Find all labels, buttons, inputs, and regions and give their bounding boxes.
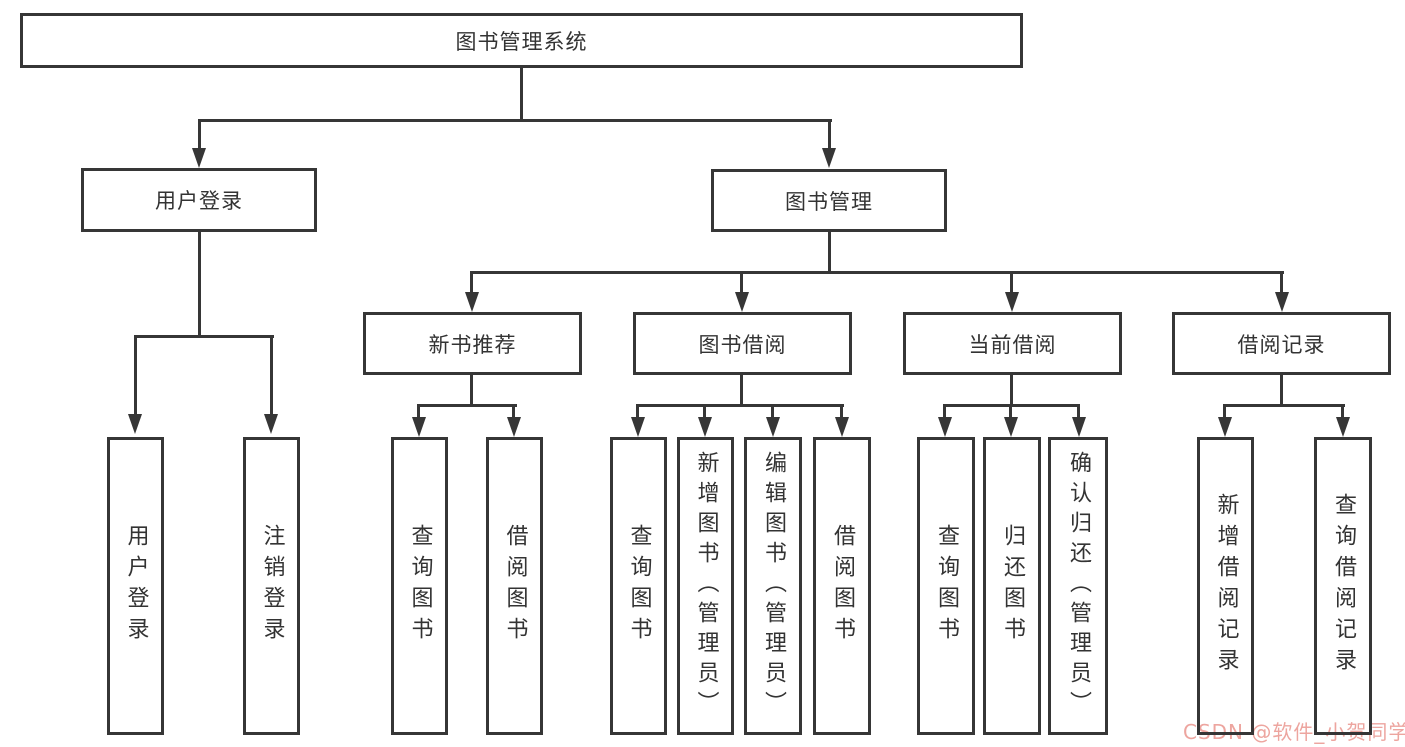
node-label: 图书借阅	[698, 332, 787, 357]
connector-arrowhead	[822, 148, 836, 168]
connector-shaft	[828, 119, 831, 150]
node-label: 图书管理	[785, 189, 873, 214]
leaf-label: 查询图书	[407, 524, 433, 648]
connector-stub	[1280, 375, 1283, 407]
leaf-label: 归还图书	[1000, 524, 1025, 648]
leaf-label: 查询图书	[626, 524, 652, 648]
leaf-borrow-query-books: 查询图书	[610, 437, 667, 735]
connector-level2-hline	[470, 271, 1284, 274]
node-borrowing-records: 借阅记录	[1172, 312, 1391, 375]
connector-shaft	[1223, 404, 1226, 419]
leaf-label: 借阅图书	[830, 524, 855, 648]
leaf-label: 确认归还（管理员）	[1066, 451, 1091, 721]
connector-mgmt-trunk	[828, 232, 831, 274]
connector-shaft	[1341, 404, 1344, 419]
connector-newbooks-hline	[417, 404, 517, 407]
leaf-label: 用户登录	[123, 524, 149, 648]
connector-arrowhead	[192, 148, 206, 168]
node-book-borrowing: 图书借阅	[633, 312, 852, 375]
node-label: 用户登录	[155, 189, 243, 213]
connector-arrowhead	[766, 417, 780, 437]
connector-arrowhead	[1005, 292, 1019, 312]
leaf-label: 注销登录	[259, 524, 285, 648]
node-new-book-recommend: 新书推荐	[363, 312, 582, 375]
connector-shaft	[1077, 404, 1080, 419]
connector-arrowhead	[128, 414, 142, 434]
leaf-current-confirm-return-admin: 确认归还（管理员）	[1048, 437, 1108, 735]
node-label: 借阅记录	[1237, 332, 1326, 357]
leaf-records-add-record: 新增借阅记录	[1197, 437, 1254, 735]
connector-shaft	[636, 404, 639, 419]
leaf-newbooks-borrow-books: 借阅图书	[486, 437, 543, 735]
connector-shaft	[417, 404, 420, 419]
leaf-label: 查询借阅记录	[1331, 493, 1356, 679]
connector-shaft	[740, 271, 743, 294]
node-current-borrowing: 当前借阅	[903, 312, 1122, 375]
connector-login-trunk	[198, 232, 201, 338]
node-user-login: 用户登录	[81, 168, 317, 232]
leaf-borrow-add-books-admin: 新增图书（管理员）	[677, 437, 734, 735]
leaf-borrow-borrow-books: 借阅图书	[813, 437, 871, 735]
connector-stub	[470, 375, 473, 407]
connector-arrowhead	[631, 417, 645, 437]
connector-stub	[1010, 375, 1013, 407]
connector-shaft	[1280, 271, 1283, 294]
leaf-label: 新增图书（管理员）	[693, 451, 719, 721]
node-label: 图书管理系统	[455, 29, 588, 54]
leaf-newbooks-query-books: 查询图书	[391, 437, 448, 735]
connector-level1-hline	[198, 119, 832, 122]
connector-records-hline	[1223, 404, 1345, 407]
connector-arrowhead	[735, 292, 749, 312]
connector-login-hline	[134, 335, 274, 338]
leaf-label: 编辑图书（管理员）	[761, 451, 786, 721]
connector-shaft	[198, 119, 201, 150]
leaf-borrow-edit-books-admin: 编辑图书（管理员）	[744, 437, 802, 735]
connector-shaft	[943, 404, 946, 419]
connector-arrowhead	[1004, 417, 1018, 437]
connector-arrowhead	[698, 417, 712, 437]
connector-shaft	[470, 271, 473, 294]
leaf-current-return-books: 归还图书	[983, 437, 1041, 735]
connector-arrowhead	[1072, 417, 1086, 437]
connector-shaft	[1010, 271, 1013, 294]
connector-shaft	[703, 404, 706, 419]
leaf-user-login: 用户登录	[107, 437, 164, 735]
node-root-system: 图书管理系统	[20, 13, 1023, 68]
connector-shaft	[512, 404, 515, 419]
connector-bookborrow-hline	[636, 404, 844, 407]
node-label: 新书推荐	[428, 332, 517, 357]
connector-stub	[740, 375, 743, 407]
node-book-management: 图书管理	[711, 169, 947, 232]
connector-shaft	[134, 335, 137, 415]
leaf-label: 查询图书	[934, 524, 959, 648]
node-label: 当前借阅	[968, 332, 1057, 357]
connector-arrowhead	[1218, 417, 1232, 437]
leaf-label: 借阅图书	[502, 524, 528, 648]
connector-arrowhead	[938, 417, 952, 437]
connector-shaft	[1009, 404, 1012, 419]
connector-arrowhead	[412, 417, 426, 437]
connector-arrowhead	[835, 417, 849, 437]
connector-arrowhead	[507, 417, 521, 437]
connector-shaft	[270, 335, 273, 415]
connector-root-trunk	[520, 68, 523, 121]
connector-shaft	[840, 404, 843, 419]
connector-arrowhead	[264, 414, 278, 434]
leaf-records-query-record: 查询借阅记录	[1314, 437, 1372, 735]
leaf-logout: 注销登录	[243, 437, 300, 735]
connector-arrowhead	[465, 292, 479, 312]
connector-arrowhead	[1336, 417, 1350, 437]
connector-shaft	[771, 404, 774, 419]
connector-arrowhead	[1275, 292, 1289, 312]
leaf-current-query-books: 查询图书	[917, 437, 975, 735]
leaf-label: 新增借阅记录	[1213, 493, 1239, 679]
